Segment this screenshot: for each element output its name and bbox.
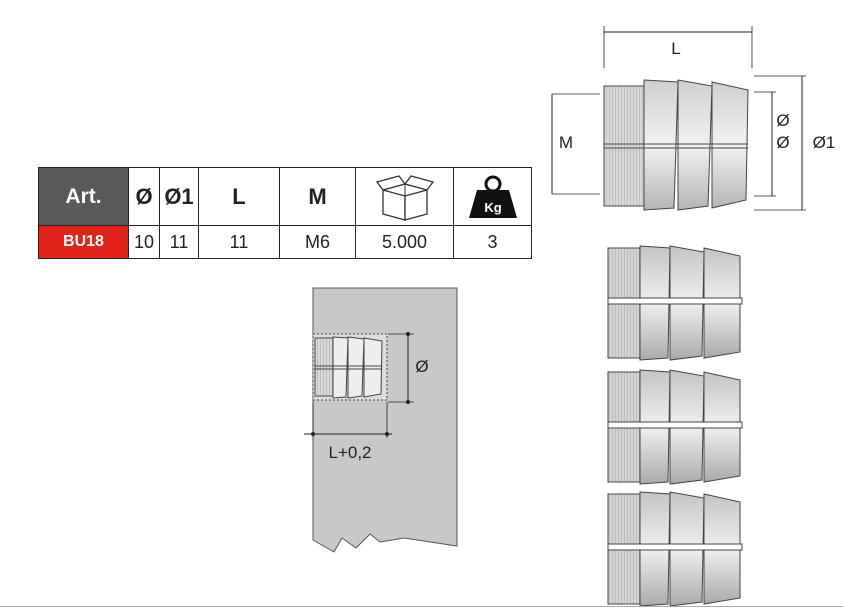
stacked-inserts-illustration — [607, 245, 743, 606]
weight-kg-icon: Kg — [468, 175, 517, 218]
cell-diameter-1: 11 — [159, 225, 199, 259]
insert-dimension-drawing: L M Ø Ø Ø1 — [551, 26, 836, 211]
header-length: L — [198, 167, 280, 226]
header-pack — [355, 167, 454, 226]
label-diameter-secondary: Ø — [776, 133, 789, 152]
weight-icon-label: Kg — [484, 200, 501, 215]
article-code: BU18 — [38, 225, 129, 259]
spec-table: Art. Ø Ø1 L M Kg — [38, 167, 532, 259]
header-diameter-1: Ø1 — [159, 167, 199, 226]
insert-3 — [607, 491, 743, 606]
label-length: L — [671, 39, 680, 58]
header-thread: M — [279, 167, 356, 226]
cell-pack: 5.000 — [355, 225, 454, 259]
header-diameter: Ø — [128, 167, 160, 226]
insert-1 — [607, 245, 743, 361]
label-thread: M — [559, 133, 573, 152]
cell-thread: M6 — [279, 225, 356, 259]
cell-weight: 3 — [453, 225, 532, 259]
panel-installation-drawing: Ø L+0,2 — [304, 287, 458, 553]
cell-diameter: 10 — [128, 225, 160, 259]
label-diameter: Ø — [776, 111, 789, 130]
page-bottom-divider — [0, 606, 843, 607]
panel-label-diameter: Ø — [415, 357, 428, 376]
cell-length: 11 — [198, 225, 280, 259]
header-weight: Kg — [453, 167, 532, 226]
header-art: Art. — [38, 167, 129, 226]
box-icon — [375, 174, 434, 221]
label-diameter-1: Ø1 — [813, 133, 836, 152]
insert-2 — [607, 369, 743, 485]
panel-label-length: L+0,2 — [328, 443, 371, 462]
table-header-row: Art. Ø Ø1 L M Kg — [38, 167, 532, 226]
table-row: BU18 10 11 11 M6 5.000 3 — [38, 225, 532, 259]
